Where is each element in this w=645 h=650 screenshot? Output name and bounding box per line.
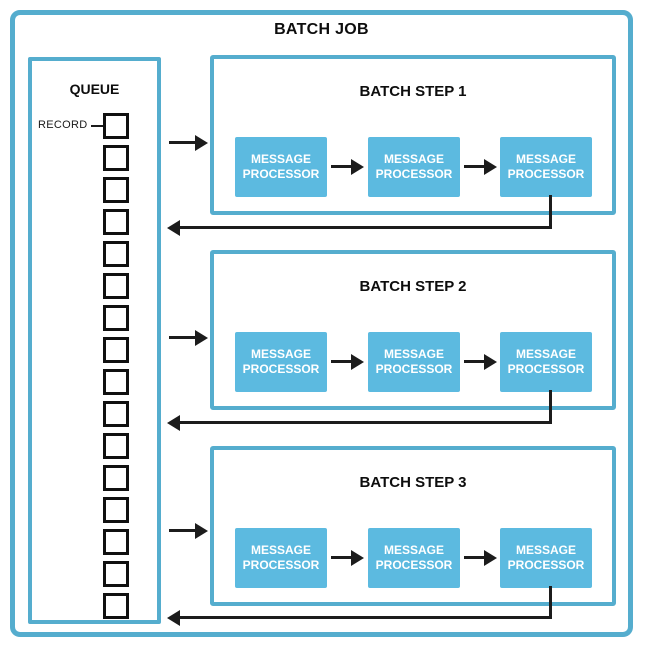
arrow-line [331, 360, 352, 363]
queue-record [103, 209, 129, 235]
batch-job-title: BATCH JOB [274, 21, 369, 38]
arrow-head-right-icon [351, 159, 364, 175]
step-3-return-arrow [167, 610, 552, 626]
arrow-line [169, 529, 196, 532]
arrow-head-right-icon [351, 550, 364, 566]
step-2-return-line [549, 390, 552, 424]
processor-flow-arrow [331, 159, 364, 175]
batch-step-2-box: BATCH STEP 2 MESSAGE PROCESSOR MESSAGE P… [210, 250, 616, 410]
queue-record [103, 561, 129, 587]
arrow-head-right-icon [484, 550, 497, 566]
queue-record [103, 529, 129, 555]
message-processor: MESSAGE PROCESSOR [235, 332, 327, 392]
message-processor: MESSAGE PROCESSOR [368, 528, 460, 588]
processor-flow-arrow [464, 550, 497, 566]
queue-record [103, 369, 129, 395]
queue-record [103, 241, 129, 267]
queue-box: QUEUE [28, 57, 161, 624]
record-connector-line [91, 125, 103, 127]
processor-flow-arrow [464, 159, 497, 175]
arrow-head-left-icon [167, 220, 180, 236]
arrow-head-right-icon [195, 330, 208, 346]
queue-record [103, 113, 129, 139]
queue-record [103, 593, 129, 619]
queue-record [103, 337, 129, 363]
processor-flow-arrow [464, 354, 497, 370]
queue-record [103, 497, 129, 523]
processor-flow-arrow [331, 550, 364, 566]
step-3-return-line [549, 586, 552, 619]
queue-to-step-1-arrow [169, 135, 208, 151]
arrow-head-left-icon [167, 415, 180, 431]
arrow-head-right-icon [195, 135, 208, 151]
queue-record [103, 433, 129, 459]
batch-step-1-title: BATCH STEP 1 [359, 83, 467, 100]
arrow-line [331, 165, 352, 168]
record-label: RECORD [38, 119, 88, 131]
arrow-head-right-icon [195, 523, 208, 539]
queue-to-step-3-arrow [169, 523, 208, 539]
processor-flow-arrow [331, 354, 364, 370]
message-processor: MESSAGE PROCESSOR [500, 528, 592, 588]
queue-title: QUEUE [69, 81, 120, 97]
queue-record [103, 145, 129, 171]
message-processor: MESSAGE PROCESSOR [368, 137, 460, 197]
step-2-return-arrow [167, 415, 552, 431]
queue-record [103, 273, 129, 299]
arrow-head-right-icon [351, 354, 364, 370]
arrow-line [169, 336, 196, 339]
message-processor: MESSAGE PROCESSOR [235, 137, 327, 197]
queue-record [103, 401, 129, 427]
queue-record [103, 465, 129, 491]
arrow-line [331, 556, 352, 559]
message-processor: MESSAGE PROCESSOR [500, 137, 592, 197]
step-1-return-arrow [167, 220, 552, 236]
message-processor: MESSAGE PROCESSOR [368, 332, 460, 392]
arrow-line [180, 421, 552, 424]
batch-step-1-box: BATCH STEP 1 MESSAGE PROCESSOR MESSAGE P… [210, 55, 616, 215]
arrow-line [464, 556, 485, 559]
arrow-head-left-icon [167, 610, 180, 626]
batch-step-3-box: BATCH STEP 3 MESSAGE PROCESSOR MESSAGE P… [210, 446, 616, 606]
message-processor: MESSAGE PROCESSOR [235, 528, 327, 588]
arrow-head-right-icon [484, 354, 497, 370]
batch-step-3-title: BATCH STEP 3 [359, 474, 467, 491]
queue-to-step-2-arrow [169, 330, 208, 346]
arrow-line [464, 165, 485, 168]
step-1-return-line [549, 195, 552, 229]
queue-records [103, 113, 129, 625]
arrow-line [169, 141, 196, 144]
arrow-line [180, 226, 552, 229]
batch-step-2-title: BATCH STEP 2 [359, 278, 467, 295]
queue-record [103, 305, 129, 331]
queue-record [103, 177, 129, 203]
arrow-line [464, 360, 485, 363]
message-processor: MESSAGE PROCESSOR [500, 332, 592, 392]
arrow-head-right-icon [484, 159, 497, 175]
arrow-line [180, 616, 552, 619]
